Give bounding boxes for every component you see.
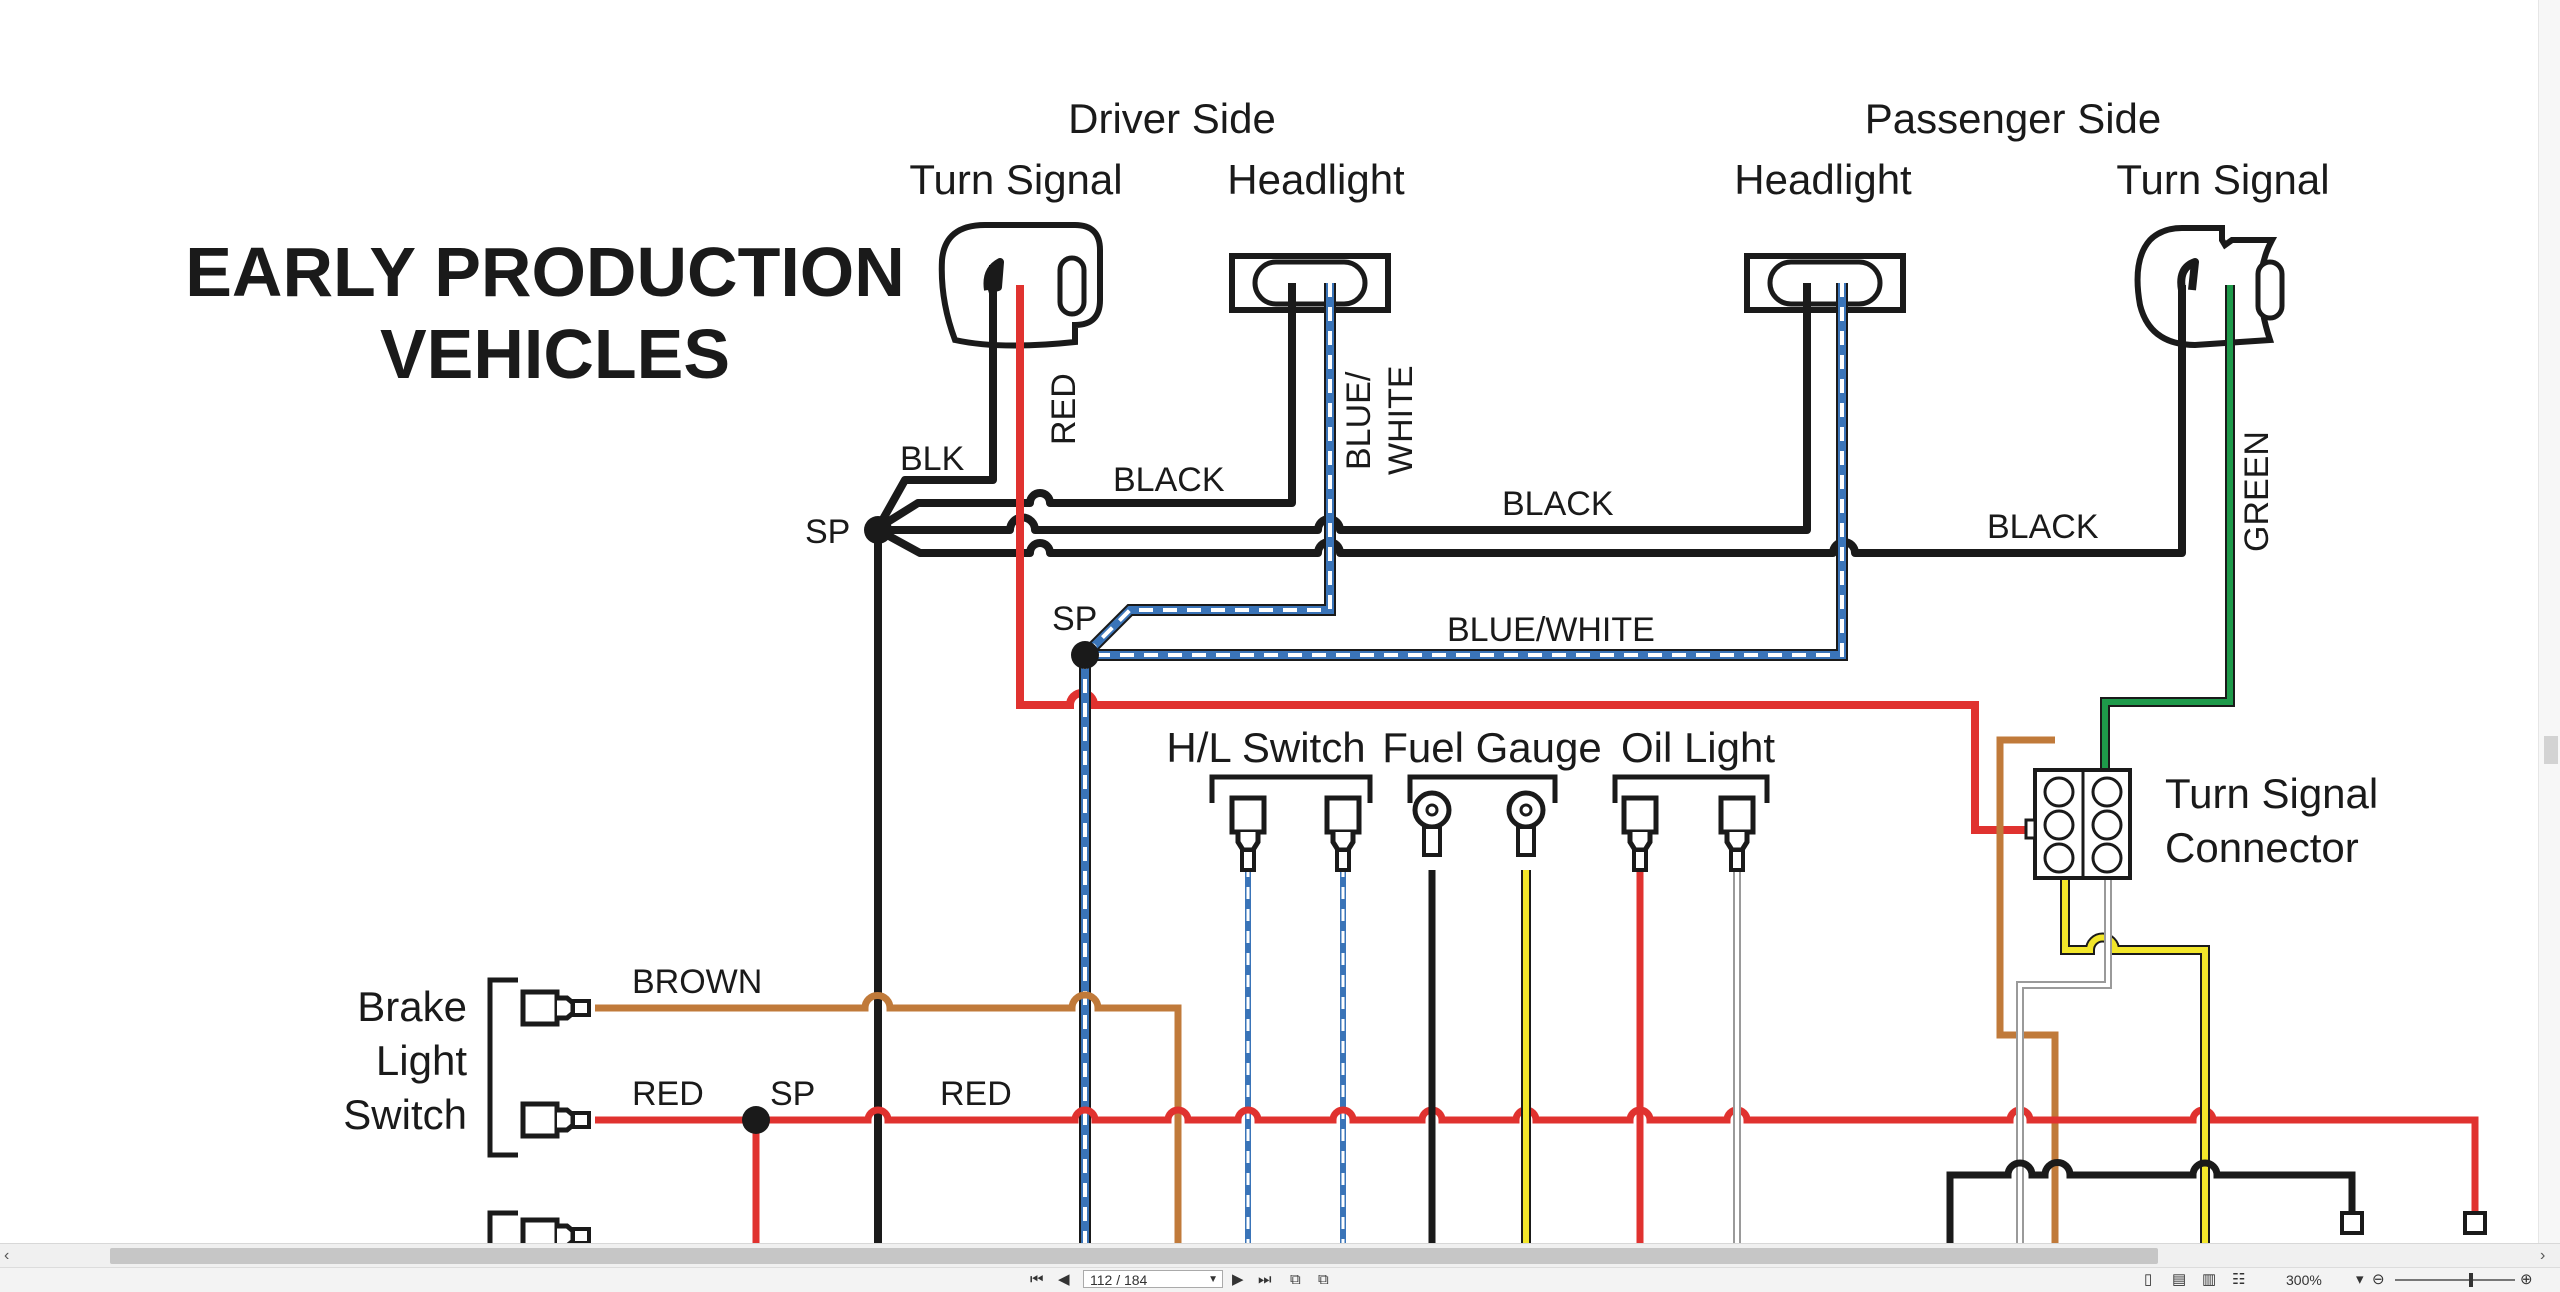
scroll-right-icon[interactable]: › xyxy=(2540,1247,2546,1264)
single-page-view-icon[interactable]: ▯ xyxy=(2144,1271,2153,1288)
vertical-scrollbar[interactable] xyxy=(2538,0,2560,1243)
diagram-title-line2: VEHICLES xyxy=(380,315,730,393)
brake-switch-terminals xyxy=(523,992,589,1243)
prev-page-icon[interactable]: ◀ xyxy=(1058,1271,1070,1288)
group-brackets xyxy=(487,774,1770,1243)
wiring-diagram: EARLY PRODUCTION VEHICLES Driver Side Pa… xyxy=(185,95,2487,1243)
wire-label-black-3: BLACK xyxy=(1987,508,2099,546)
scroll-left-icon[interactable]: ‹ xyxy=(4,1247,10,1264)
brown-wire xyxy=(595,736,2059,1243)
wire-label-blue-white-h: BLUE/WHITE xyxy=(1447,611,1655,649)
headlight-right-label: Headlight xyxy=(1734,156,1912,203)
wire-label-red-1: RED xyxy=(632,1075,704,1113)
oil-light-label: Oil Light xyxy=(1621,724,1775,771)
splice-point-red xyxy=(742,1106,770,1134)
viewer-status-bar: ⏮ ◀ 112 / 184 ▼ ▶ ⏭ ⧉ ⧉ ▯ ▤ ▥ ☷ 300% ▾ ⊖… xyxy=(0,1267,2560,1292)
headlight-left-housing xyxy=(1229,253,1391,313)
headlight-left-label: Headlight xyxy=(1227,156,1405,203)
facing-continuous-view-icon[interactable]: ☷ xyxy=(2232,1271,2246,1288)
wire-label-black-1: BLACK xyxy=(1113,461,1225,499)
splice-point-black xyxy=(864,516,892,544)
first-page-icon[interactable]: ⏮ xyxy=(1030,1271,1044,1288)
continuous-view-icon[interactable]: ▤ xyxy=(2172,1271,2187,1288)
turn-signal-left-label: Turn Signal xyxy=(909,156,1122,203)
hl-switch-terminals xyxy=(1232,798,1359,870)
zoom-dropdown-icon[interactable]: ▾ xyxy=(2356,1271,2364,1288)
turn-signal-right-label: Turn Signal xyxy=(2116,156,2329,203)
wire-label-black-2: BLACK xyxy=(1502,485,1614,523)
zoom-level[interactable]: 300% xyxy=(2286,1272,2322,1288)
chevron-down-icon[interactable]: ▼ xyxy=(1208,1274,1218,1285)
turn-signal-connector-block xyxy=(2024,768,2132,880)
next-page-icon[interactable]: ▶ xyxy=(1232,1271,1244,1288)
wire-label-red: RED xyxy=(1045,373,1083,445)
wire-label-brown: BROWN xyxy=(632,963,762,1001)
zoom-slider[interactable] xyxy=(2395,1279,2515,1281)
turn-signal-connector-label-2: Connector xyxy=(2165,824,2359,871)
last-page-icon[interactable]: ⏭ xyxy=(1258,1271,1272,1288)
connector-outgoing-wires xyxy=(1946,870,2356,1243)
turn-signal-connector-label-1: Turn Signal xyxy=(2165,770,2378,817)
page-indicator: 112 / 184 xyxy=(1090,1272,1148,1288)
splice-point-blue xyxy=(1071,641,1099,669)
brake-label-2: Light xyxy=(376,1037,467,1084)
paste-page-icon[interactable]: ⧉ xyxy=(1318,1271,1329,1288)
copy-page-icon[interactable]: ⧉ xyxy=(1290,1271,1301,1288)
zoom-out-icon[interactable]: ⊖ xyxy=(2372,1271,2385,1288)
oil-light-terminals xyxy=(1624,798,1753,870)
turn-signal-right-housing xyxy=(2134,225,2285,349)
wire-label-sp-2: SP xyxy=(1052,600,1097,638)
wire-label-blk: BLK xyxy=(900,440,965,478)
bottom-right-terminals xyxy=(2340,1211,2487,1235)
zoom-in-icon[interactable]: ⊕ xyxy=(2520,1271,2533,1288)
wire-label-red-2: RED xyxy=(940,1075,1012,1113)
vertical-scroll-thumb[interactable] xyxy=(2544,736,2558,764)
driver-side-label: Driver Side xyxy=(1068,95,1276,142)
wire-label-green: GREEN xyxy=(2238,431,2276,552)
facing-view-icon[interactable]: ▥ xyxy=(2202,1271,2217,1288)
wire-label-sp-1: SP xyxy=(805,513,850,551)
passenger-side-label: Passenger Side xyxy=(1865,95,2162,142)
fuel-gauge-terminals xyxy=(1415,793,1543,855)
diagram-title-line1: EARLY PRODUCTION xyxy=(185,233,905,311)
brake-label-1: Brake xyxy=(357,983,467,1030)
wire-label-blue-white-v1: BLUE/ xyxy=(1340,371,1378,470)
horizontal-scrollbar[interactable]: ‹ › xyxy=(0,1243,2560,1268)
wire-label-sp-3: SP xyxy=(770,1075,815,1113)
horizontal-scroll-thumb[interactable] xyxy=(110,1248,2158,1264)
wire-label-blue-white-v2: WHITE xyxy=(1382,365,1420,475)
fuel-gauge-label: Fuel Gauge xyxy=(1382,724,1601,771)
blue-white-wires xyxy=(1079,283,1848,1243)
zoom-slider-handle[interactable] xyxy=(2469,1273,2473,1287)
page-number-field[interactable]: 112 / 184 ▼ xyxy=(1083,1270,1223,1288)
hl-switch-label: H/L Switch xyxy=(1166,724,1365,771)
brake-label-3: Switch xyxy=(343,1091,467,1138)
headlight-right-housing xyxy=(1744,253,1906,313)
